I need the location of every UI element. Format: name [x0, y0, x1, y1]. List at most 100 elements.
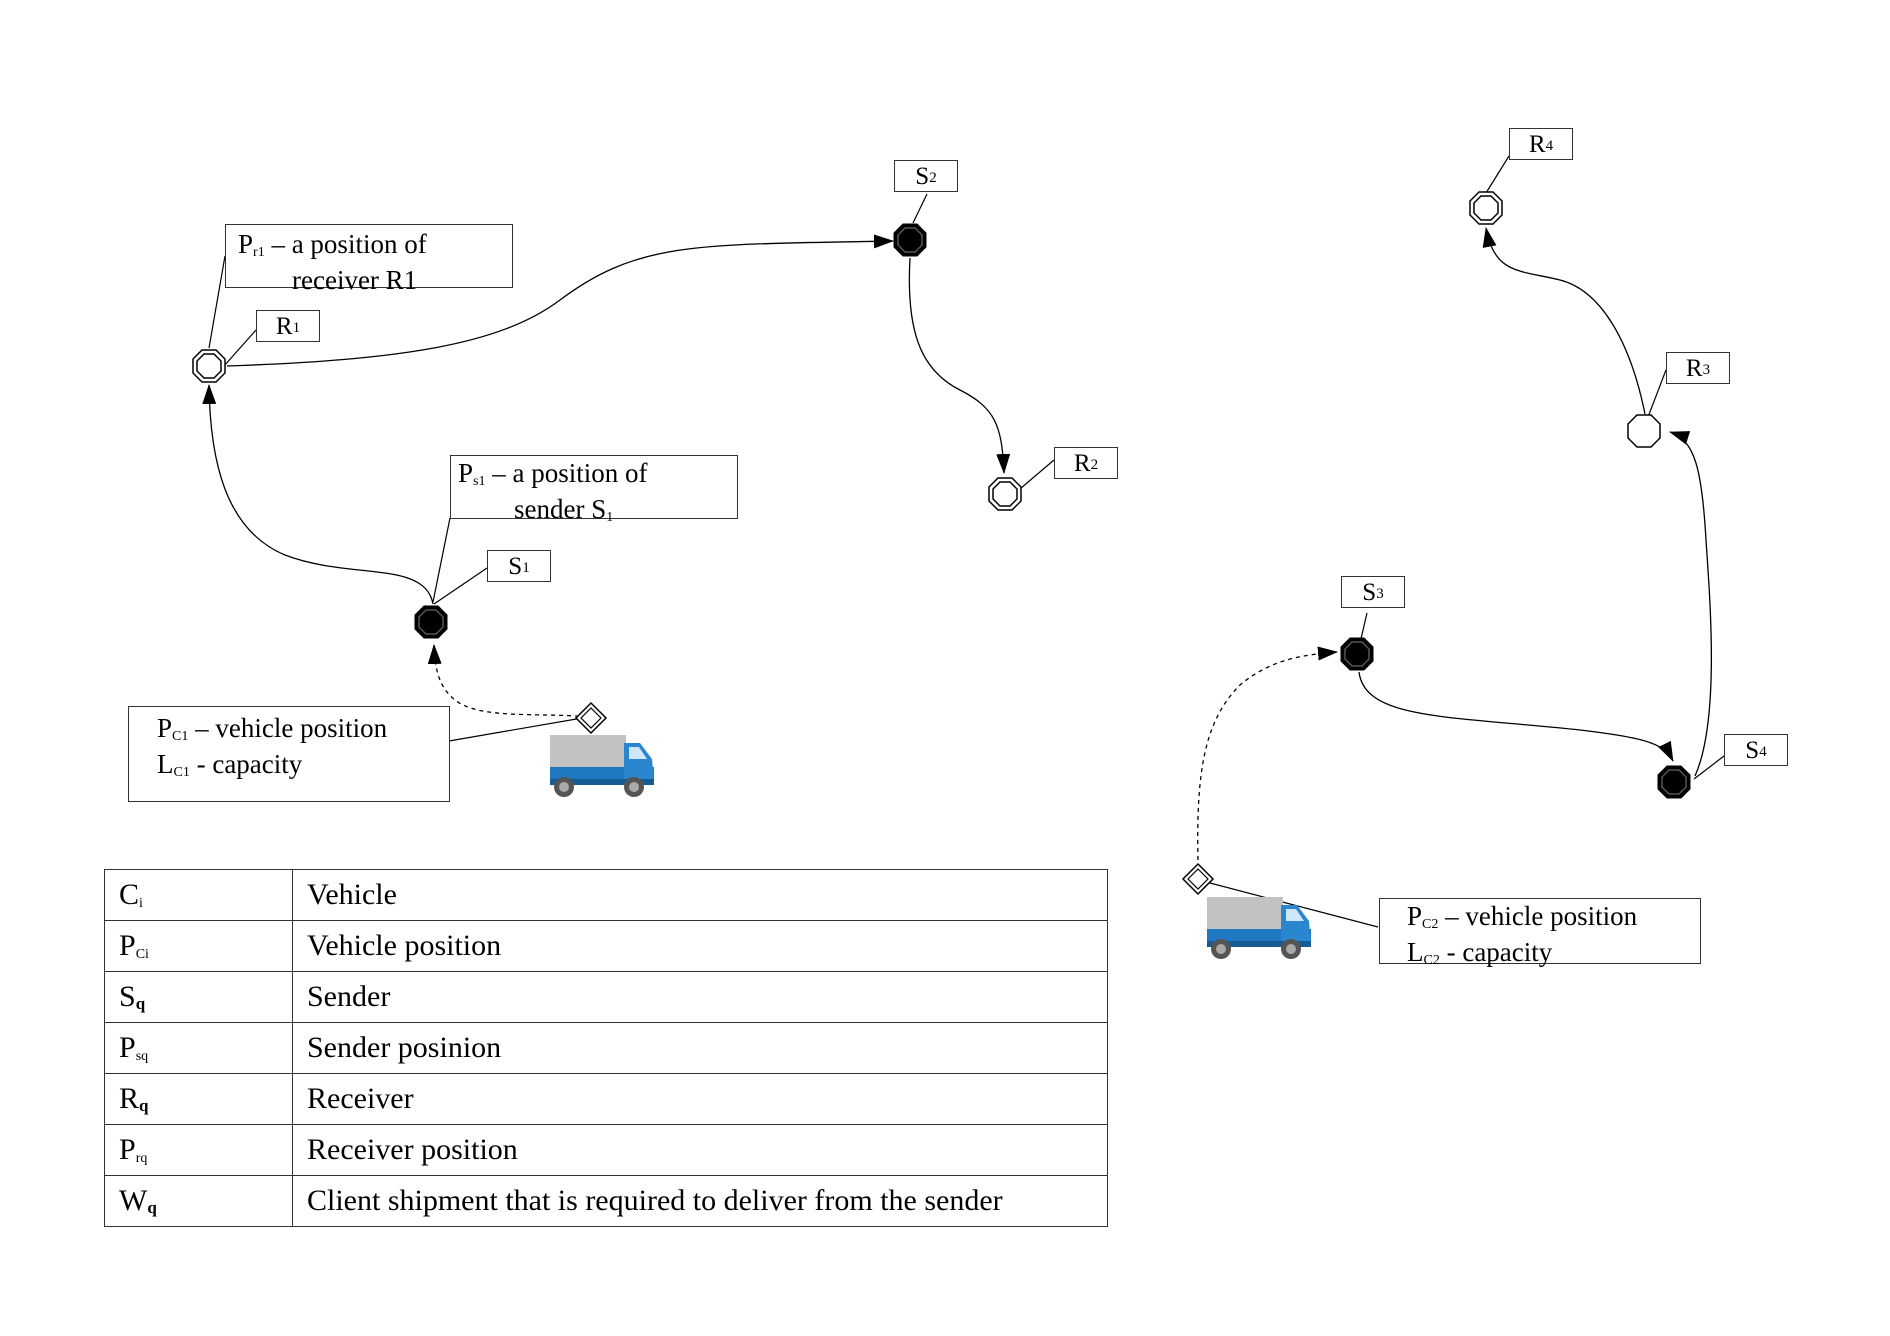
- leader-r4: [1485, 155, 1510, 194]
- note-vehicle-c1: PC1 – vehicle position L C1 - capacity: [128, 706, 450, 802]
- leader-r3: [1647, 369, 1667, 418]
- note-ps1-pre: P: [458, 458, 474, 488]
- note-pc1-pre: P: [157, 713, 173, 743]
- table-row: Psq Sender posinion: [104, 1022, 1108, 1074]
- receiver-node-r2: [988, 477, 1022, 511]
- leader-ps1: [432, 517, 451, 603]
- legend-symbol-main: P: [119, 1031, 136, 1064]
- note-lc2-sub: C2: [1423, 953, 1440, 968]
- route-pc2-s3: [1197, 646, 1338, 861]
- note-pc1-sub: C1: [172, 729, 189, 744]
- legend-meaning: Client shipment that is required to deli…: [292, 1175, 1108, 1227]
- route-s3-s4: [1358, 671, 1674, 762]
- legend-symbol-main: P: [119, 929, 136, 962]
- legend-meaning: Sender: [292, 971, 1108, 1023]
- leader-lines: [208, 155, 1725, 928]
- note-ps1-line2-sub: 1: [606, 510, 614, 525]
- label-r1-sub: 1: [292, 319, 301, 336]
- label-r3-sub: 3: [1702, 361, 1711, 378]
- route-s1-r1: [202, 384, 434, 605]
- note-pc1-line1: PC1 – vehicle position: [157, 713, 449, 749]
- leader-pc1: [448, 716, 589, 742]
- sender-node-s1: [414, 605, 448, 639]
- legend-symbol-sub: q: [147, 1198, 157, 1217]
- note-ps1-sub: s1: [473, 474, 486, 489]
- note-pr1-line1: Pr1 – a position of: [238, 229, 512, 265]
- legend-symbol: Psq: [104, 1022, 293, 1074]
- label-r1-text: R: [275, 312, 293, 340]
- truck-c1-icon: [550, 735, 654, 797]
- label-r2-text: R: [1073, 449, 1091, 477]
- leader-pr1: [208, 255, 226, 349]
- receiver-node-r1: [192, 349, 226, 383]
- label-s4-sub: 4: [1759, 743, 1767, 760]
- label-s2-text: S: [915, 162, 930, 190]
- route-r3-r4: [1482, 227, 1646, 415]
- note-pc2-line2: LC2 - capacity: [1407, 937, 1700, 973]
- label-r4-sub: 4: [1545, 137, 1554, 154]
- route-r1-s2: [226, 234, 894, 367]
- legend-symbol-main: R: [119, 1082, 140, 1115]
- legend-symbol-sub: Ci: [135, 947, 149, 962]
- note-pc2-post: – vehicle position: [1438, 901, 1638, 931]
- legend-symbol-sub: q: [139, 1096, 149, 1115]
- table-row: Ci Vehicle: [104, 869, 1108, 921]
- truck-c2-icon: [1207, 897, 1311, 959]
- note-pc2-sub: C2: [1422, 917, 1439, 932]
- note-receiver-position-r1: Pr1 – a position of receiver R1: [225, 224, 513, 295]
- legend-symbol-sub: q: [135, 994, 146, 1013]
- label-s1-text: S: [508, 552, 523, 580]
- legend-symbol-main: W: [119, 1184, 148, 1217]
- note-lc2-pre: L: [1407, 937, 1424, 967]
- sender-node-s4: [1657, 765, 1691, 799]
- table-row: Sq Sender: [104, 971, 1108, 1023]
- route-s4-r3: [1669, 431, 1713, 777]
- table-row: PCi Vehicle position: [104, 920, 1108, 972]
- note-pr1-post: – a position of: [264, 229, 427, 259]
- legend-meaning: Receiver: [292, 1073, 1108, 1125]
- label-s3-sub: 3: [1376, 585, 1384, 602]
- label-s1-sub: 1: [522, 559, 530, 576]
- note-vehicle-c2: PC2 – vehicle position LC2 - capacity: [1379, 898, 1701, 968]
- leader-s1: [433, 567, 488, 605]
- note-pc2-pre: P: [1407, 901, 1423, 931]
- label-s4-text: S: [1745, 736, 1760, 764]
- note-pc1-post: – vehicle position: [188, 713, 388, 743]
- note-pr1-pre: P: [238, 229, 254, 259]
- legend-symbol: Wq: [104, 1175, 293, 1227]
- leader-r1: [223, 329, 257, 367]
- note-ps1-line1: Ps1 – a position of: [458, 458, 737, 494]
- legend-symbol: Ci: [104, 869, 293, 921]
- sender-node-s2: [893, 223, 927, 257]
- vehicle-position-c2: [1182, 863, 1214, 895]
- legend-symbol-main: S: [119, 980, 136, 1013]
- receiver-node-r3: [1627, 414, 1661, 448]
- note-ps1-post: – a position of: [485, 458, 648, 488]
- label-r3-text: R: [1685, 354, 1703, 382]
- legend-meaning: Receiver position: [292, 1124, 1108, 1176]
- legend-symbol-sub: i: [139, 896, 143, 911]
- legend-symbol: Prq: [104, 1124, 293, 1176]
- route-pc1-s1: [427, 644, 588, 718]
- label-s2-sub: 2: [929, 169, 937, 186]
- legend-symbol: Rq: [104, 1073, 293, 1125]
- note-sender-position-s1: Ps1 – a position of sender S1: [450, 455, 738, 525]
- legend-symbol-sub: rq: [135, 1151, 148, 1166]
- note-lc2-post: - capacity: [1439, 937, 1553, 967]
- table-row: Wq Client shipment that is required to d…: [104, 1175, 1108, 1227]
- legend-symbol: PCi: [104, 920, 293, 972]
- legend-symbol-main: P: [119, 1133, 136, 1166]
- note-lc1-pre: L: [157, 749, 174, 779]
- table-row: Prq Receiver position: [104, 1124, 1108, 1176]
- vehicle-position-c1: [575, 702, 607, 734]
- note-lc1-post: - capacity: [189, 749, 303, 779]
